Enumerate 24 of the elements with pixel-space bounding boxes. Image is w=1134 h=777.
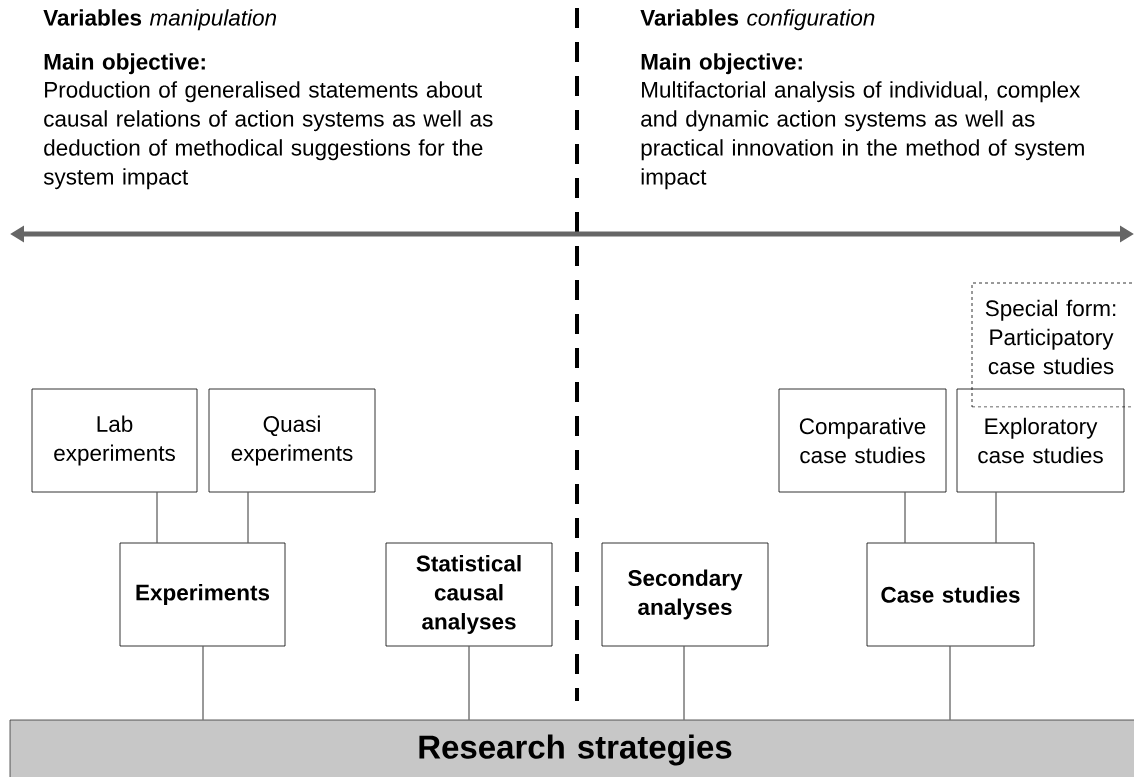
box: Quasi experiments [208,388,376,493]
connector-line [247,492,249,543]
connector-line [683,646,685,720]
box: Lab experiments [31,388,198,493]
box: Comparative case studies [778,388,947,493]
band: Research strategies [9,719,1134,777]
box: Secondary analyses [601,542,769,647]
heading: Variables manipulation [43,9,277,31]
connector-line [468,646,470,720]
box: Exploratory case studies [956,388,1125,493]
connector-line [202,646,204,720]
box: Case studies [866,542,1035,647]
connector-line [156,492,158,543]
heading: Variables configuration [640,9,875,31]
connector-line [904,492,906,543]
paragraph: Multifactorial analysis of individual, complex and dynamic action systems as well as practical innovation in the method of system impact [641,81,1084,190]
paragraph: Production of generalised statements about causal relations of action systems as well as deduction of methodical suggestions for the system impact [43,81,493,190]
connector-line [949,646,951,720]
dashed-box: Special form: Participatory case studies [971,282,1134,408]
subheading: Main objective: [641,53,802,75]
box: Experiments [119,542,286,647]
box: Statistical causal analyses [385,542,553,647]
subheading: Main objective: [44,53,205,75]
connector-line [995,492,997,543]
